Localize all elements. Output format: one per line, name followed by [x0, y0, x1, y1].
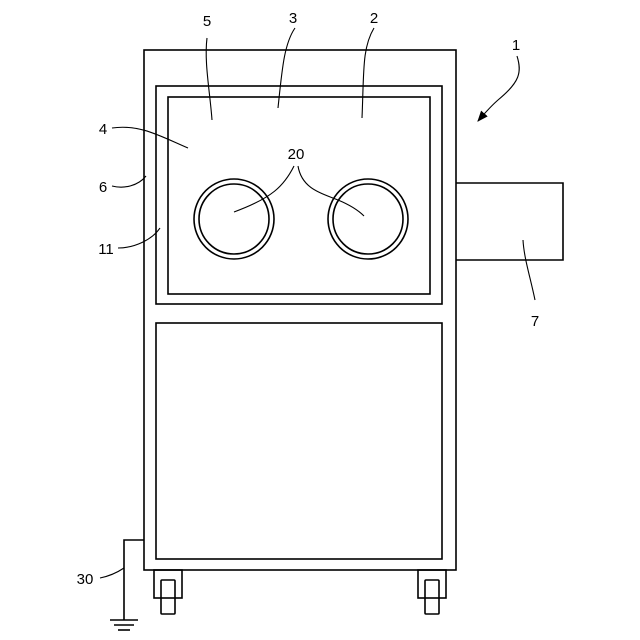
glove-port-right-outer — [328, 179, 408, 259]
caster-right — [418, 570, 446, 614]
label-2: 2 — [370, 10, 378, 27]
ground-symbol — [110, 540, 144, 630]
glove-port-left-outer — [194, 179, 274, 259]
label-11: 11 — [98, 241, 114, 258]
leader-4 — [112, 127, 188, 148]
label-4: 4 — [99, 121, 107, 138]
glove-port-right-inner — [333, 184, 403, 254]
leader-20-right — [298, 166, 364, 216]
lower-panel — [156, 323, 442, 559]
leader-3 — [278, 28, 295, 108]
side-box — [456, 183, 563, 260]
label-20: 20 — [288, 146, 305, 163]
label-1: 1 — [512, 37, 520, 54]
leader-30 — [100, 568, 124, 578]
leader-20-left — [234, 166, 294, 212]
label-6: 6 — [99, 179, 107, 196]
cabinet-body — [144, 50, 456, 570]
leader-11 — [118, 228, 160, 248]
caster-left — [154, 570, 182, 614]
leader-1 — [478, 56, 519, 121]
leader-7 — [523, 240, 535, 300]
glove-port-left-inner — [199, 184, 269, 254]
label-5: 5 — [203, 13, 211, 30]
leader-2 — [362, 28, 374, 118]
leader-6 — [112, 176, 146, 187]
label-30: 30 — [77, 571, 94, 588]
label-7: 7 — [531, 313, 539, 330]
label-3: 3 — [289, 10, 297, 27]
